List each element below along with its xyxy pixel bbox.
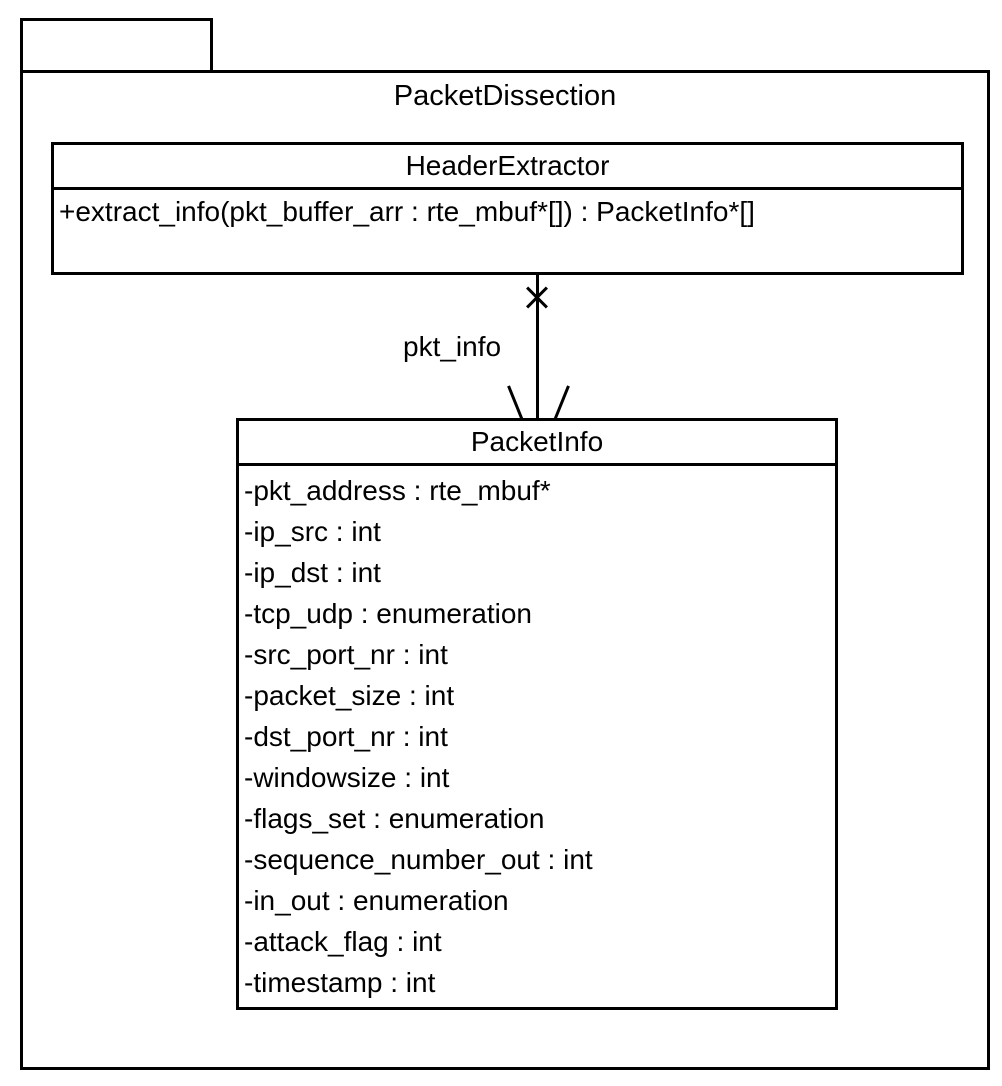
attribute-row: -windowsize : int	[244, 762, 450, 793]
attribute-row: -tcp_udp : enumeration	[244, 598, 532, 629]
attribute-row: -packet_size : int	[244, 680, 455, 711]
class-name-packet-info: PacketInfo	[239, 421, 835, 466]
attribute-row: -ip_dst : int	[244, 557, 381, 588]
class-packet-info[interactable]: PacketInfo -pkt_address : rte_mbuf* -ip_…	[236, 418, 838, 1010]
attribute-row: -timestamp : int	[244, 967, 436, 998]
open-arrowhead-icon	[506, 383, 570, 424]
cross-marker-icon	[523, 283, 551, 311]
attribute-row: -pkt_address : rte_mbuf*	[244, 475, 551, 506]
attribute-row: -in_out : enumeration	[244, 885, 509, 916]
association-line[interactable]	[536, 275, 539, 420]
attribute-row: -attack_flag : int	[244, 926, 442, 957]
class-name-header-extractor: HeaderExtractor	[54, 145, 961, 190]
package-title: PacketDissection	[393, 80, 617, 112]
package-tab	[20, 18, 213, 72]
attribute-row: -src_port_nr : int	[244, 639, 448, 670]
attribute-row: -ip_src : int	[244, 516, 381, 547]
attributes-compartment-packet-info: -pkt_address : rte_mbuf* -ip_src : int -…	[239, 466, 835, 1003]
association-label: pkt_info	[403, 331, 502, 362]
class-header-extractor[interactable]: HeaderExtractor +extract_info(pkt_buffer…	[51, 142, 964, 275]
attribute-row: -sequence_number_out : int	[244, 844, 593, 875]
operation-row: +extract_info(pkt_buffer_arr : rte_mbuf*…	[59, 196, 755, 227]
operations-compartment-header-extractor: +extract_info(pkt_buffer_arr : rte_mbuf*…	[54, 190, 961, 234]
attribute-row: -flags_set : enumeration	[244, 803, 545, 834]
attribute-row: -dst_port_nr : int	[244, 721, 448, 752]
